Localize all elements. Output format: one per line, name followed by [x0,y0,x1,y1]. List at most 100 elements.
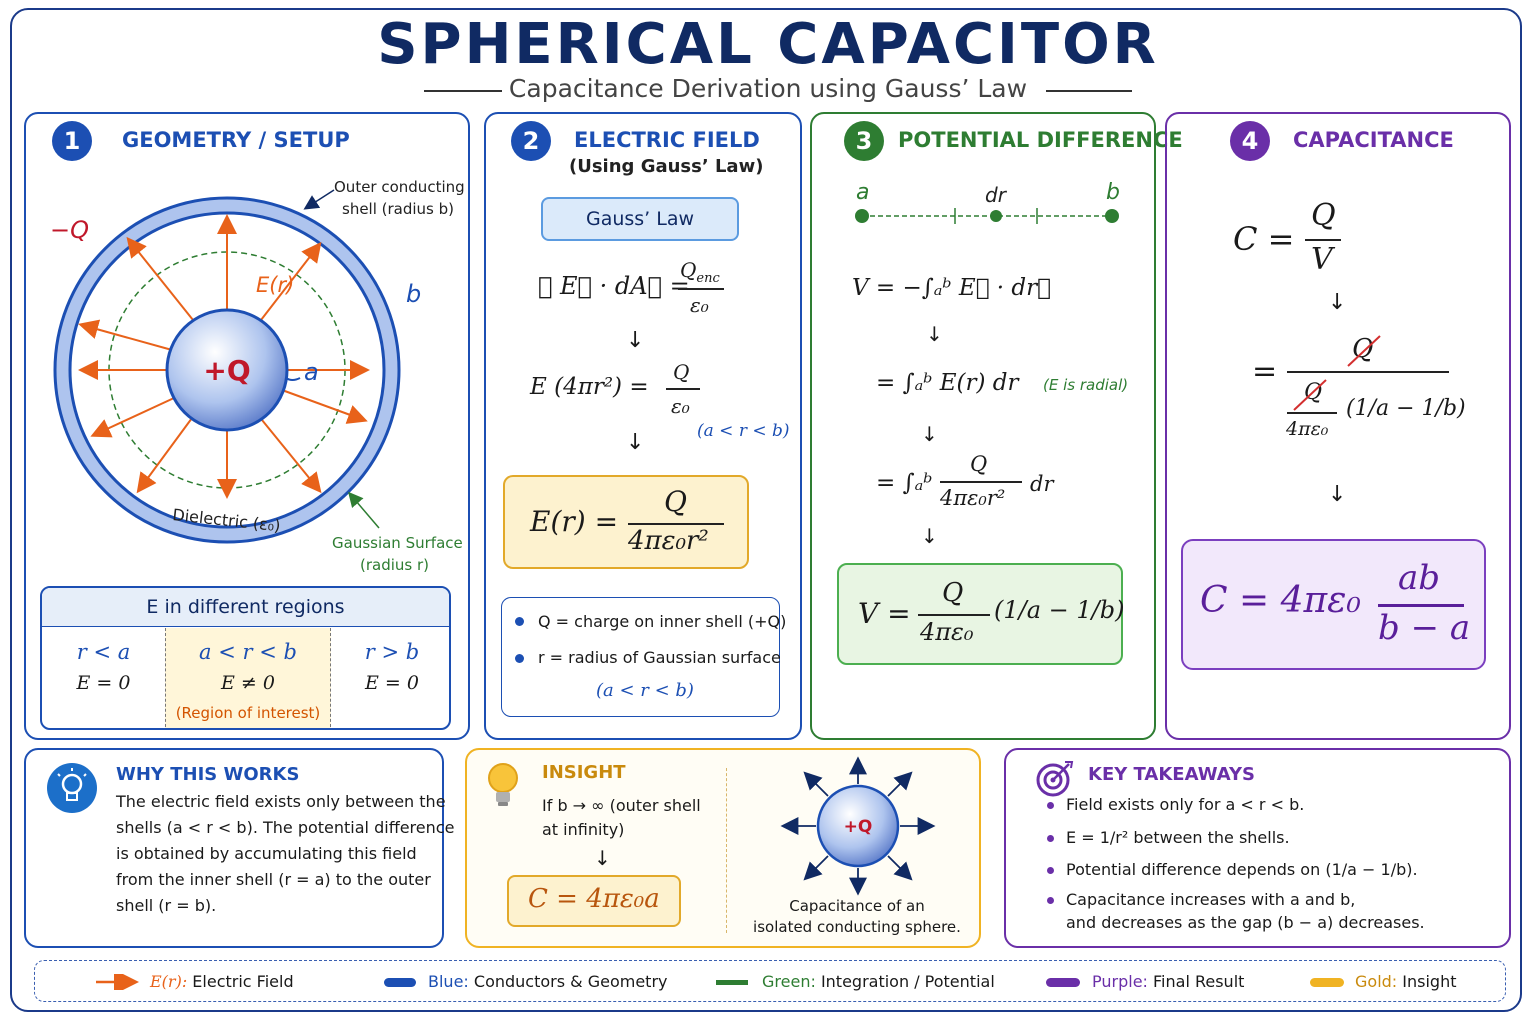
gauss-eq-lhs: ∮ E⃗ · dA⃗ = [538,272,690,300]
panel-number-4: 4 [1230,121,1270,161]
field-eq-num: Q [673,360,690,384]
takeaway-4: Capacitance increases with a and b, [1066,890,1356,909]
region-1-value: E = 0 [76,672,131,694]
regions-table-title: E in different regions [42,588,449,627]
cap-result-bar [1378,604,1464,607]
region-3-value: E = 0 [365,672,419,694]
why-title: WHY THIS WORKS [116,764,300,785]
field-note-condition: (a < r < b) [596,680,694,701]
potential-eq-3-num: Q [970,452,988,476]
panel-title-capacitance: CAPACITANCE [1293,128,1454,152]
legend-purple-text: Final Result [1153,972,1245,991]
label-outer-shell-2: shell (radius b) [342,200,454,218]
legend-blue-key: Blue: [428,972,469,991]
legend-green-key: Green: [762,972,816,991]
panel-potential [810,112,1156,740]
legend-field-key: E(r): [150,972,188,991]
label-field: E(r) [256,273,294,297]
isolated-sphere-diagram: +Q [780,756,936,896]
arrow-down-insight: ↓ [594,846,611,870]
cap-eq-2-eq: = [1252,354,1278,389]
cap-eq-1-num: Q [1311,198,1336,233]
arrow-down-4a: ↓ [1328,290,1347,315]
insight-caption-1: Capacitance of an [789,897,925,915]
path-label-a: a [856,180,869,205]
panel-takeaways [1004,748,1511,948]
legend-field: E(r): Electric Field [150,972,294,991]
path-label-b: b [1106,180,1120,205]
cap-result-num: ab [1398,558,1441,598]
legend-purple-swatch [1046,978,1080,987]
gauss-eq-den: ε₀ [690,293,709,317]
cap-eq-2-den-4pe: 4πε₀ [1286,418,1329,440]
potential-result-bar [918,614,990,616]
insight-title: INSIGHT [542,762,626,783]
field-result-num: Q [664,485,687,518]
integration-path: a dr b [855,180,1120,224]
insight-line-2: at infinity) [542,820,625,839]
arrow-down-3a: ↓ [926,322,943,346]
field-eq-lhs: E (4πr²) = [530,374,649,400]
page-title: SPHERICAL CAPACITOR [377,12,1159,77]
region-highlight [165,628,331,728]
cap-eq-2-inner-bar [1287,412,1337,414]
field-result-bar [628,523,724,525]
why-line-2: shells (a < r < b). The potential differ… [116,818,455,837]
takeaway-5: and decreases as the gap (b − a) decreas… [1066,913,1425,932]
cap-eq-1-lhs: C = [1233,220,1295,258]
target-icon [1036,761,1074,797]
arrow-down-3b: ↓ [921,422,938,446]
why-line-1: The electric field exists only between t… [116,792,446,811]
bullet-dot-2 [515,654,524,663]
inner-shell [165,308,289,432]
arrow-down-3c: ↓ [921,524,938,548]
insight-result-box [507,875,681,927]
cap-result-den: b − a [1378,608,1471,648]
region-1-range: r < a [76,640,131,664]
panel-title-geometry: GEOMETRY / SETUP [122,128,350,152]
outer-frame [10,8,1522,1012]
gauss-eq-bar [678,288,724,290]
potential-eq-3-bar [940,481,1022,483]
path-point-b [1105,209,1119,223]
label-inner-charge: +Q [203,354,250,387]
field-eq-bar [666,388,700,390]
gauss-law-badge: Gauss’ Law [541,197,739,241]
field-note-1: Q = charge on inner shell (+Q) [538,612,787,631]
panel-title-field: ELECTRIC FIELD [574,128,760,152]
why-text: The electric field exists only between t… [116,789,454,919]
legend-field-text: Electric Field [192,972,294,991]
regions-table: E in different regions r < a E = 0 a < r… [40,586,451,730]
field-note-2: r = radius of Gaussian surface [538,648,781,667]
takeaways-title: KEY TAKEAWAYS [1088,764,1255,785]
legend-purple-key: Purple: [1092,972,1148,991]
potential-eq-3-lhs: = ∫ₐᵇ [876,470,933,496]
capacitor-diagram: +Q a −Q b E(r) Dielectric (ε₀) Outer con… [50,178,465,574]
label-gaussian-2: (radius r) [360,556,429,574]
page-subtitle: Capacitance Derivation using Gauss’ Law [508,74,1028,103]
panel-number-3: 3 [844,121,884,161]
legend-blue-swatch [384,978,416,987]
why-line-3: is obtained by accumulating this field [116,844,417,863]
panel-title-potential: POTENTIAL DIFFERENCE [898,128,1183,152]
potential-eq-2: = ∫ₐᵇ E(r) dr [876,370,1019,396]
label-outer-charge: −Q [50,216,89,244]
panel-capacitance [1165,112,1511,740]
field-arrows [78,214,370,499]
legend-green-swatch [716,980,748,985]
label-radius-a: a [304,358,319,386]
cancel-strokes [1293,335,1381,411]
panel-why [24,748,444,948]
panel-electric-field [484,112,802,740]
legend-gold: Gold: Insight [1355,972,1457,991]
gauss-eq-num-q: Q [680,258,697,282]
potential-eq-3-tail: dr [1030,472,1054,496]
arrow-down-4b: ↓ [1328,482,1347,507]
legend-green: Green: Integration / Potential [762,972,995,991]
insight-caption-2: isolated conducting sphere. [753,918,961,936]
potential-result-den: 4πε₀ [920,618,974,646]
cap-eq-2-bar [1287,371,1449,373]
path-point-a [855,209,869,223]
legend-arrow-icon [96,974,139,990]
potential-eq-1: V = −∫ₐᵇ E⃗ · dr⃗ [852,275,1051,301]
